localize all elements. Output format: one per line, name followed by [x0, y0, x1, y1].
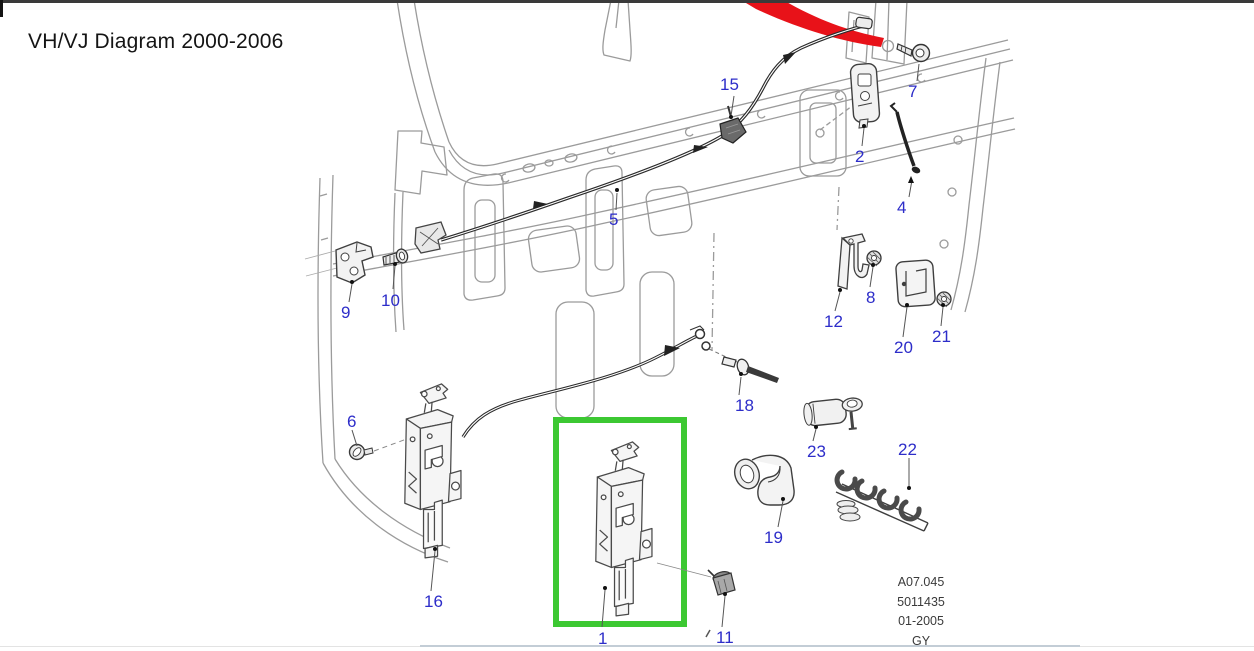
part-4-rod [891, 103, 921, 175]
callout-20[interactable]: 20 [894, 339, 913, 357]
part-2-striker-plate [850, 63, 880, 128]
callout-8[interactable]: 8 [866, 289, 875, 307]
callout-11[interactable]: 11 [716, 629, 734, 647]
callout-19[interactable]: 19 [764, 529, 783, 547]
reference-part-number: 5011435 [878, 593, 964, 613]
part-12-bracket [838, 234, 869, 289]
callout-12[interactable]: 12 [824, 313, 843, 331]
callout-15[interactable]: 15 [720, 76, 739, 94]
reference-block: A07.045 5011435 01-2005 GY [878, 573, 964, 651]
callout-21[interactable]: 21 [932, 328, 951, 346]
callout-23[interactable]: 23 [807, 443, 826, 461]
callout-22[interactable]: 22 [898, 441, 917, 459]
callout-16[interactable]: 16 [424, 593, 443, 611]
part-22-cable-clip-rail [836, 472, 928, 531]
part-9-hinge-bracket [305, 242, 373, 283]
part-18-pin [722, 357, 779, 383]
reference-code: A07.045 [878, 573, 964, 593]
diagram-title: VH/VJ Diagram 2000-2006 [28, 30, 284, 54]
part-6-screw [350, 437, 413, 460]
callout-7[interactable]: 7 [908, 83, 917, 101]
part-19-boot [731, 455, 794, 505]
top-border [0, 0, 1254, 3]
reference-suffix: GY [878, 632, 964, 651]
reference-date: 01-2005 [878, 612, 964, 632]
callout-4[interactable]: 4 [897, 199, 906, 217]
bottom-border-accent [420, 645, 1080, 647]
callout-6[interactable]: 6 [347, 413, 356, 431]
callout-5[interactable]: 5 [609, 211, 618, 229]
part-20-plate [896, 260, 936, 307]
part-11-knob [657, 563, 735, 595]
callout-9[interactable]: 9 [341, 304, 350, 322]
left-border-segment [0, 0, 3, 17]
callout-2[interactable]: 2 [855, 148, 864, 166]
callout-1[interactable]: 1 [598, 630, 607, 648]
callout-18[interactable]: 18 [735, 397, 754, 415]
part-7-screw [897, 44, 930, 62]
part-23-actuator-motor [803, 397, 865, 434]
part-15-grommet [720, 106, 746, 143]
release-cable-upper [415, 17, 873, 253]
callout-10[interactable]: 10 [381, 292, 400, 310]
